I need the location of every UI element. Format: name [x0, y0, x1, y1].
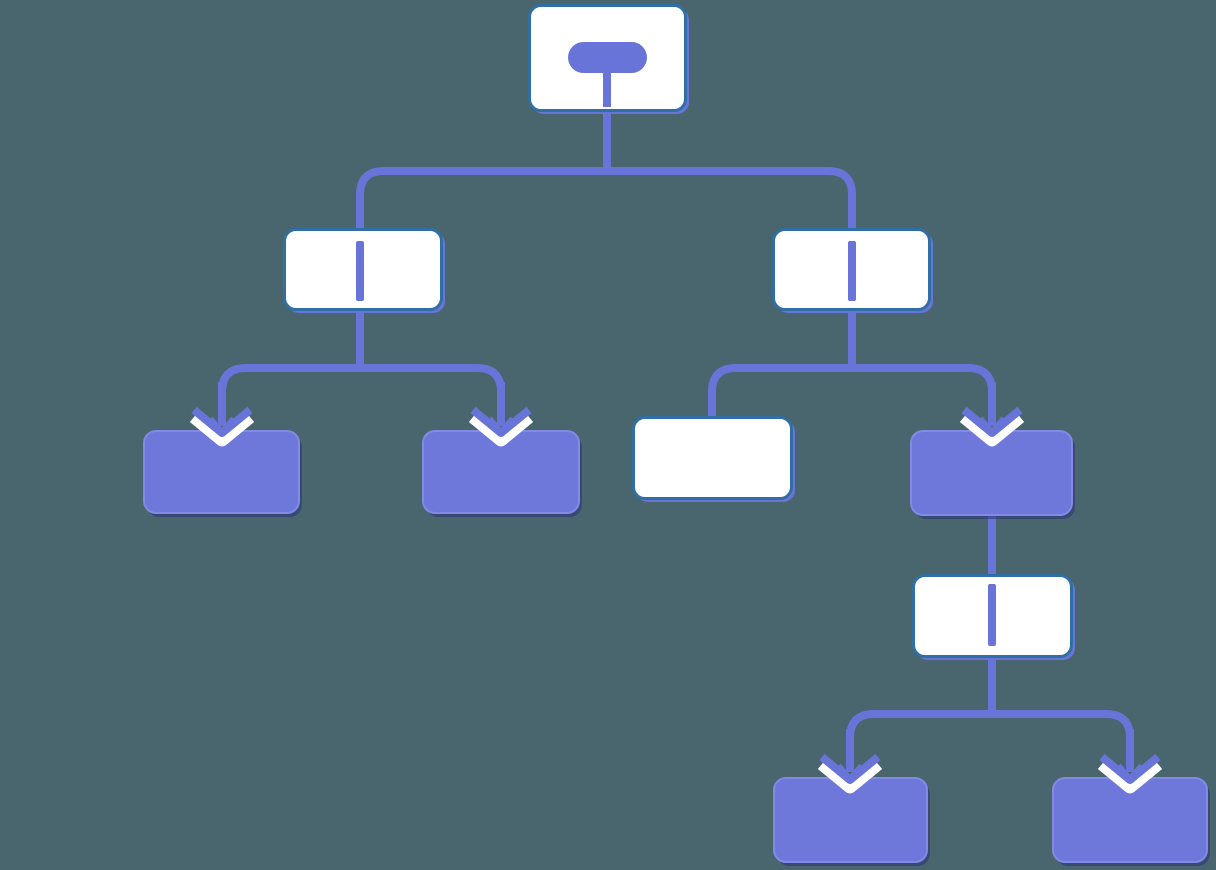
tree-node-leaf-2[interactable]: [422, 430, 580, 514]
tree-node-leaf-3[interactable]: [632, 416, 793, 500]
tree-node-right-child[interactable]: [910, 430, 1073, 516]
edge-root-to-branches: [356, 167, 856, 234]
tree-node-branch-lower[interactable]: [912, 574, 1073, 658]
tree-node-branch-left[interactable]: [283, 228, 443, 311]
tree-node-leaf-1[interactable]: [143, 430, 300, 514]
tree-node-leaf-4[interactable]: [773, 777, 928, 863]
tree-node-root[interactable]: [528, 4, 687, 112]
edge-branch-left-to-leaves: [218, 364, 505, 426]
tree-node-leaf-5[interactable]: [1052, 777, 1208, 863]
edge-branch-lower-to-leaves: [846, 710, 1134, 772]
tree-node-branch-right[interactable]: [772, 228, 931, 311]
